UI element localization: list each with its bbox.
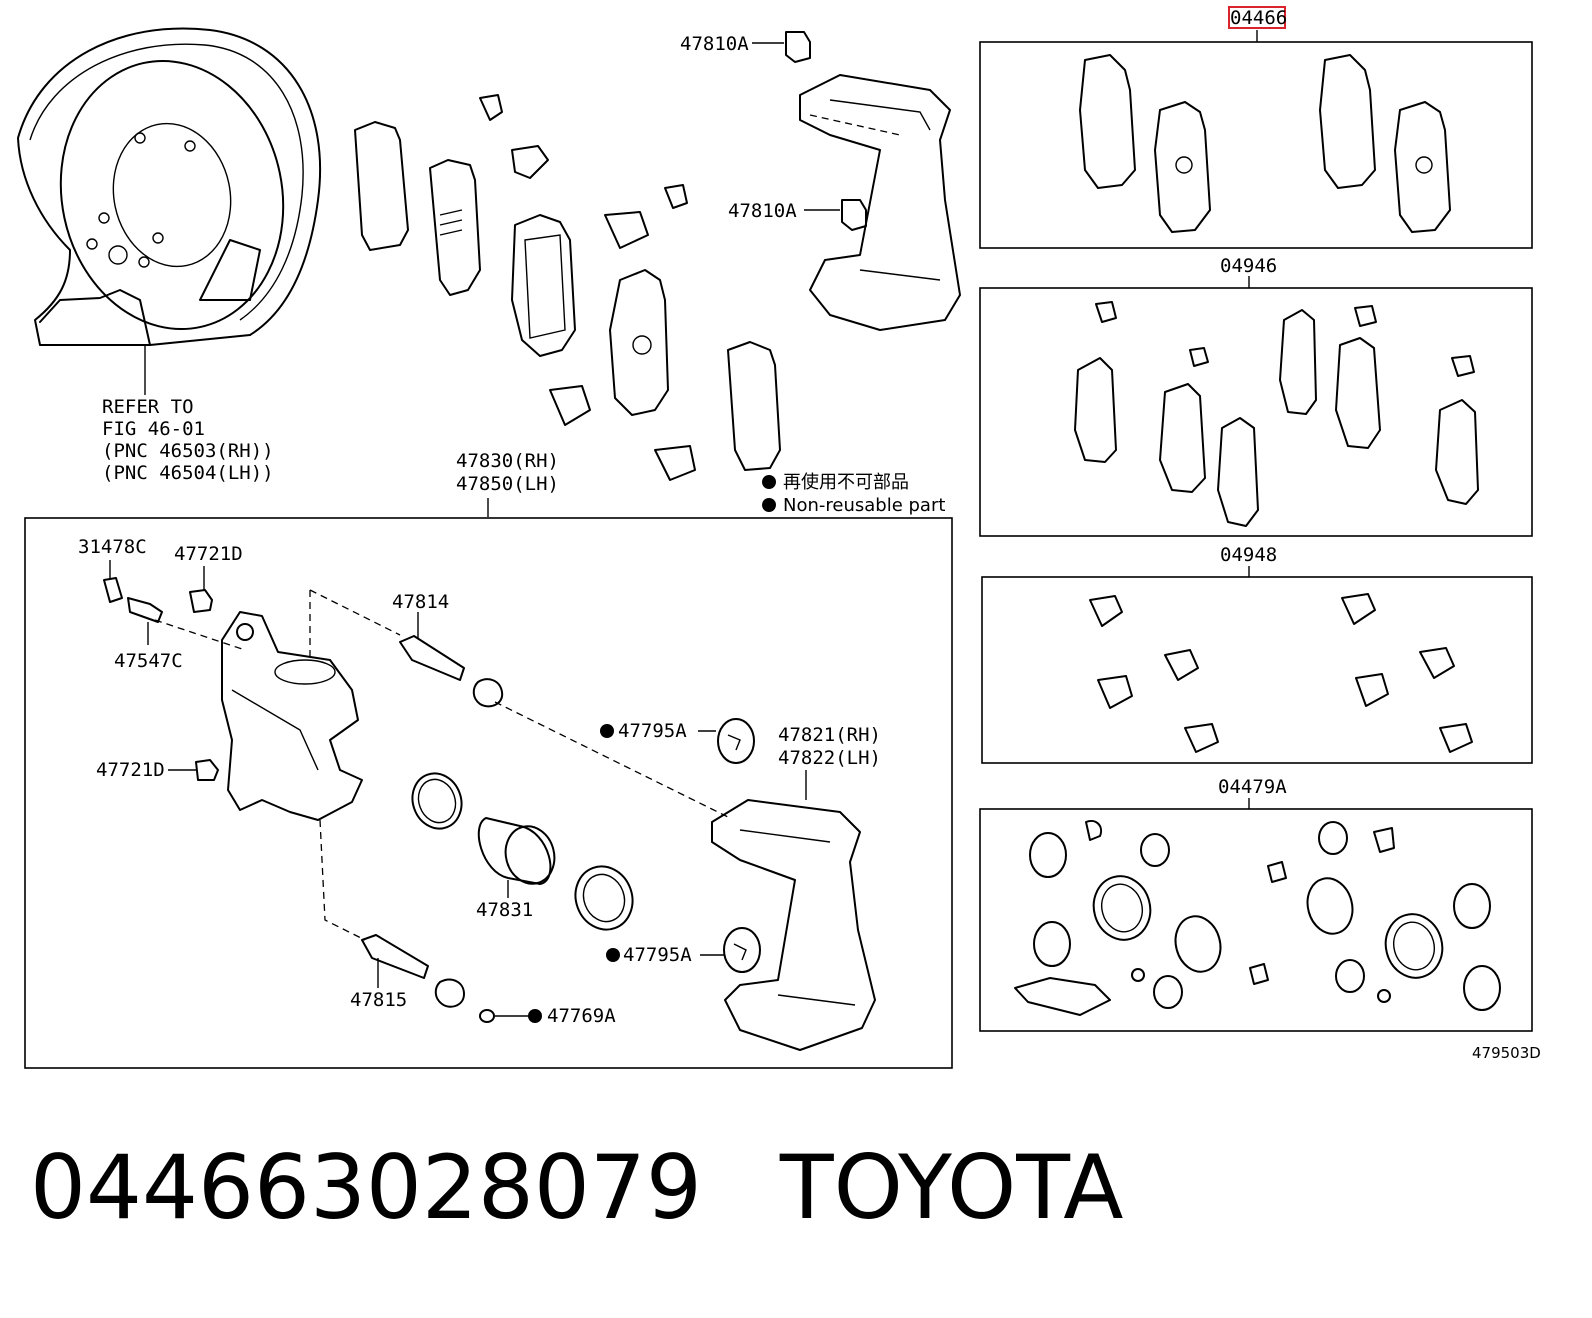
refer-line-3: (PNC 46503(RH)) (102, 440, 274, 462)
label-47810a-mid: 47810A (728, 200, 797, 222)
part-number-caption: 044663028079 TOYOTA (30, 1138, 1123, 1238)
bolt-47810a-mid (804, 199, 867, 231)
kit-box-04946 (979, 287, 1533, 537)
brand-name: TOYOTA (779, 1136, 1124, 1239)
label-47830-rh: 47830(RH) (456, 450, 559, 472)
label-kit-04479a[interactable]: 04479A (1218, 776, 1287, 798)
label-47815: 47815 (350, 989, 407, 1011)
label-47795a-upper: 47795A (618, 720, 687, 742)
non-reusable-dot-47769a (528, 1009, 542, 1023)
refer-line-4: (PNC 46504(LH)) (102, 462, 274, 484)
label-47795a-lower: 47795A (623, 944, 692, 966)
label-47831: 47831 (476, 899, 533, 921)
kit-box-04479a (979, 808, 1533, 1032)
kit-box-04466 (979, 41, 1533, 249)
legend-japanese: 再使用不可部品 (783, 472, 909, 493)
label-47547c: 47547C (114, 650, 183, 672)
figure-code: 479503D (1472, 1044, 1541, 1062)
non-reusable-dot-47795a-lower (606, 948, 620, 962)
label-kit-04948[interactable]: 04948 (1220, 544, 1277, 566)
caliper-assembly-parts (103, 560, 876, 1051)
label-47721d-top: 47721D (174, 543, 243, 565)
label-47721d-left: 47721D (96, 759, 165, 781)
non-reusable-dot-47795a-upper (600, 724, 614, 738)
mounting-bracket-top (799, 74, 961, 331)
label-47769a: 47769A (547, 1005, 616, 1027)
kit-04466-pads (1079, 54, 1451, 233)
label-kit-04946[interactable]: 04946 (1220, 255, 1277, 277)
label-47810a-top: 47810A (680, 33, 749, 55)
kit-04948-clips (1089, 593, 1473, 753)
label-47850-lh: 47850(LH) (456, 473, 559, 495)
legend-english: Non-reusable part (783, 495, 945, 516)
caliper-assembly-box (24, 517, 953, 1069)
non-reusable-dot-en (762, 498, 776, 512)
label-kit-04466[interactable]: 04466 (1230, 7, 1287, 29)
bolt-47810a-top (752, 31, 811, 63)
label-47821-rh: 47821(RH) (778, 724, 881, 746)
highlight-04466 (1228, 6, 1286, 29)
label-47814: 47814 (392, 591, 449, 613)
kit-04946-shims (1074, 301, 1479, 527)
kit-04479a-seals (1014, 820, 1501, 1016)
non-reusable-dot-jp (762, 475, 776, 489)
refer-line-1: REFER TO (102, 396, 194, 418)
label-31478c: 31478C (78, 536, 147, 558)
kit-box-04948 (981, 576, 1533, 764)
refer-line-2: FIG 46-01 (102, 418, 205, 440)
exploded-pads-and-shims (354, 94, 781, 481)
label-47822-lh: 47822(LH) (778, 747, 881, 769)
part-number: 044663028079 (30, 1136, 702, 1239)
backing-plate (17, 27, 322, 395)
